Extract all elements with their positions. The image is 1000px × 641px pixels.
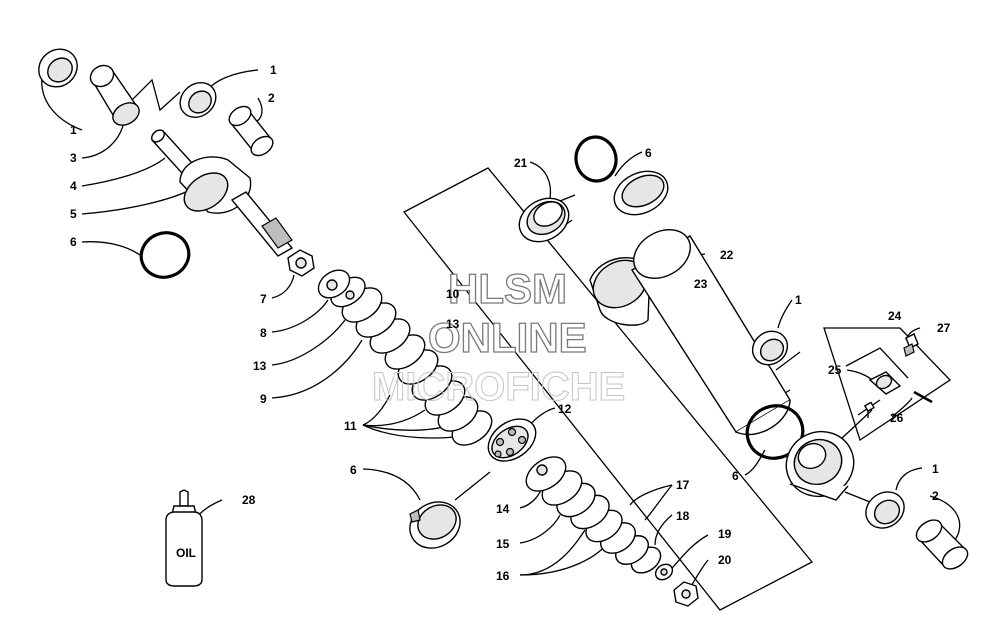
assembly-reference-box xyxy=(403,167,814,611)
shim-stack-upper xyxy=(317,269,493,446)
oil-bottle-label: OIL xyxy=(176,546,196,560)
callout-24: 24 xyxy=(888,309,902,323)
callout-6: 6 xyxy=(732,469,739,483)
callout-6: 6 xyxy=(350,463,357,477)
callout-28: 28 xyxy=(242,493,256,507)
callout-1: 1 xyxy=(70,123,77,137)
callout-10: 10 xyxy=(446,287,460,301)
seal-ring-6-lower xyxy=(409,501,461,549)
nut-20 xyxy=(673,581,699,607)
o-ring-6-left xyxy=(139,231,191,279)
watermark-line-2: ONLINE xyxy=(428,314,587,361)
callout-13: 13 xyxy=(253,359,267,373)
callout-7: 7 xyxy=(260,292,267,306)
nut-7 xyxy=(287,249,315,277)
callout-19: 19 xyxy=(718,527,732,541)
o-ring-6-top xyxy=(574,135,618,183)
washer-19 xyxy=(654,563,674,581)
callout-1: 1 xyxy=(932,462,939,476)
callout-27: 27 xyxy=(937,321,951,335)
watermark-line-3: MICROFICHE xyxy=(372,365,625,409)
spacer-2-top xyxy=(228,105,274,157)
callout-18: 18 xyxy=(676,509,690,523)
spacer-2-bottom-right xyxy=(915,519,969,570)
callout-25: 25 xyxy=(828,363,842,377)
oil-bottle-28: OIL xyxy=(165,489,203,587)
callout-13: 13 xyxy=(446,317,460,331)
callout-16: 16 xyxy=(496,569,510,583)
shim-stack-lower xyxy=(525,456,662,574)
piston-12 xyxy=(487,418,537,462)
callout-17: 17 xyxy=(676,478,690,492)
callout-20: 20 xyxy=(718,553,732,567)
callout-9: 9 xyxy=(260,392,267,406)
bushing-1-top xyxy=(179,81,217,119)
callout-8: 8 xyxy=(260,326,267,340)
reservoir-cap-eye xyxy=(785,430,855,501)
callout-6: 6 xyxy=(645,146,652,160)
valve-assembly-24 xyxy=(823,327,952,442)
watermark: HLSM ONLINE MICROFICHE xyxy=(372,264,626,409)
callout-22: 22 xyxy=(720,248,734,262)
callout-1: 1 xyxy=(270,63,277,77)
callout-21: 21 xyxy=(514,156,528,170)
bushing-1-top-left xyxy=(38,48,78,88)
retaining-ring-6-top xyxy=(613,170,669,216)
callout-26: 26 xyxy=(890,411,904,425)
watermark-line-1: HLSM xyxy=(448,265,567,312)
o-ring-6-right xyxy=(745,404,805,460)
callout-14: 14 xyxy=(496,502,510,516)
bushing-3 xyxy=(89,64,140,126)
shock-body-23 xyxy=(631,229,791,436)
callout-3: 3 xyxy=(70,151,77,165)
callout-1: 1 xyxy=(795,293,802,307)
callout-15: 15 xyxy=(496,537,510,551)
bushing-1-bottom-right xyxy=(865,491,905,529)
callout-5: 5 xyxy=(70,207,77,221)
bushing-1-right-upper xyxy=(751,330,789,366)
shaft-eye-4-5 xyxy=(150,129,294,257)
callout-2: 2 xyxy=(932,489,939,503)
callout-2: 2 xyxy=(268,91,275,105)
seal-head-21 xyxy=(518,197,570,243)
callout-4: 4 xyxy=(70,179,77,193)
callout-6: 6 xyxy=(70,235,77,249)
callout-labels: 1 1 2 3 4 5 6 7 8 13 9 10 13 11 12 6 14 … xyxy=(70,63,951,583)
callout-23: 23 xyxy=(694,277,708,291)
callout-11: 11 xyxy=(344,419,357,433)
callout-12: 12 xyxy=(558,402,572,416)
